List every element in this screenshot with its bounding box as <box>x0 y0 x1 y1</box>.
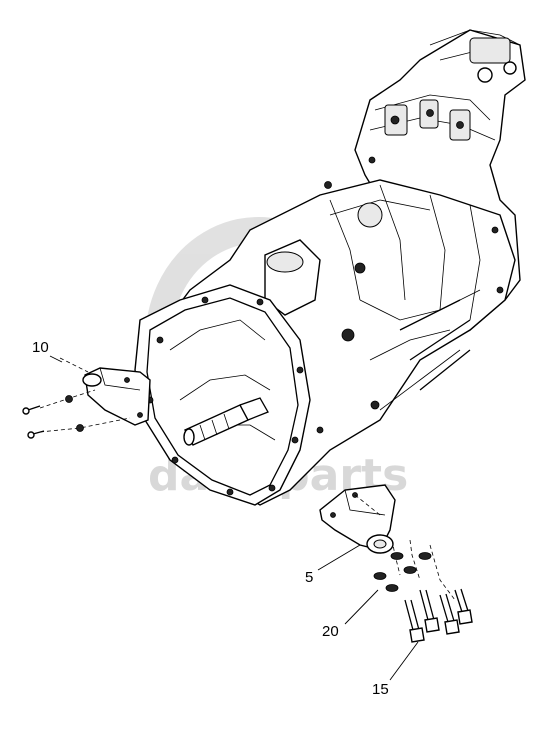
callout-20: 20 <box>322 589 379 640</box>
bolts-part-15 <box>404 588 473 643</box>
bracket-part-10 <box>22 357 151 439</box>
callout-15: 15 <box>372 641 419 698</box>
transmission-housing <box>134 29 526 506</box>
bolt-1 <box>404 599 425 643</box>
bolt-4 <box>454 588 473 625</box>
nut-2 <box>76 424 84 432</box>
bolt-small-1 <box>22 405 41 415</box>
callout-20-label: 20 <box>322 623 339 640</box>
callout-10: 10 <box>32 339 63 363</box>
bolt-2 <box>419 589 440 633</box>
bolt-3 <box>439 593 460 635</box>
callout-5: 5 <box>305 544 361 586</box>
bolt-small-2 <box>27 430 45 439</box>
callout-10-label: 10 <box>32 339 49 356</box>
callout-5-label: 5 <box>305 569 313 586</box>
nut-1 <box>65 395 73 403</box>
bracket-part-5 <box>319 484 396 554</box>
washers-part-20 <box>373 539 456 601</box>
callout-15-label: 15 <box>372 681 389 698</box>
